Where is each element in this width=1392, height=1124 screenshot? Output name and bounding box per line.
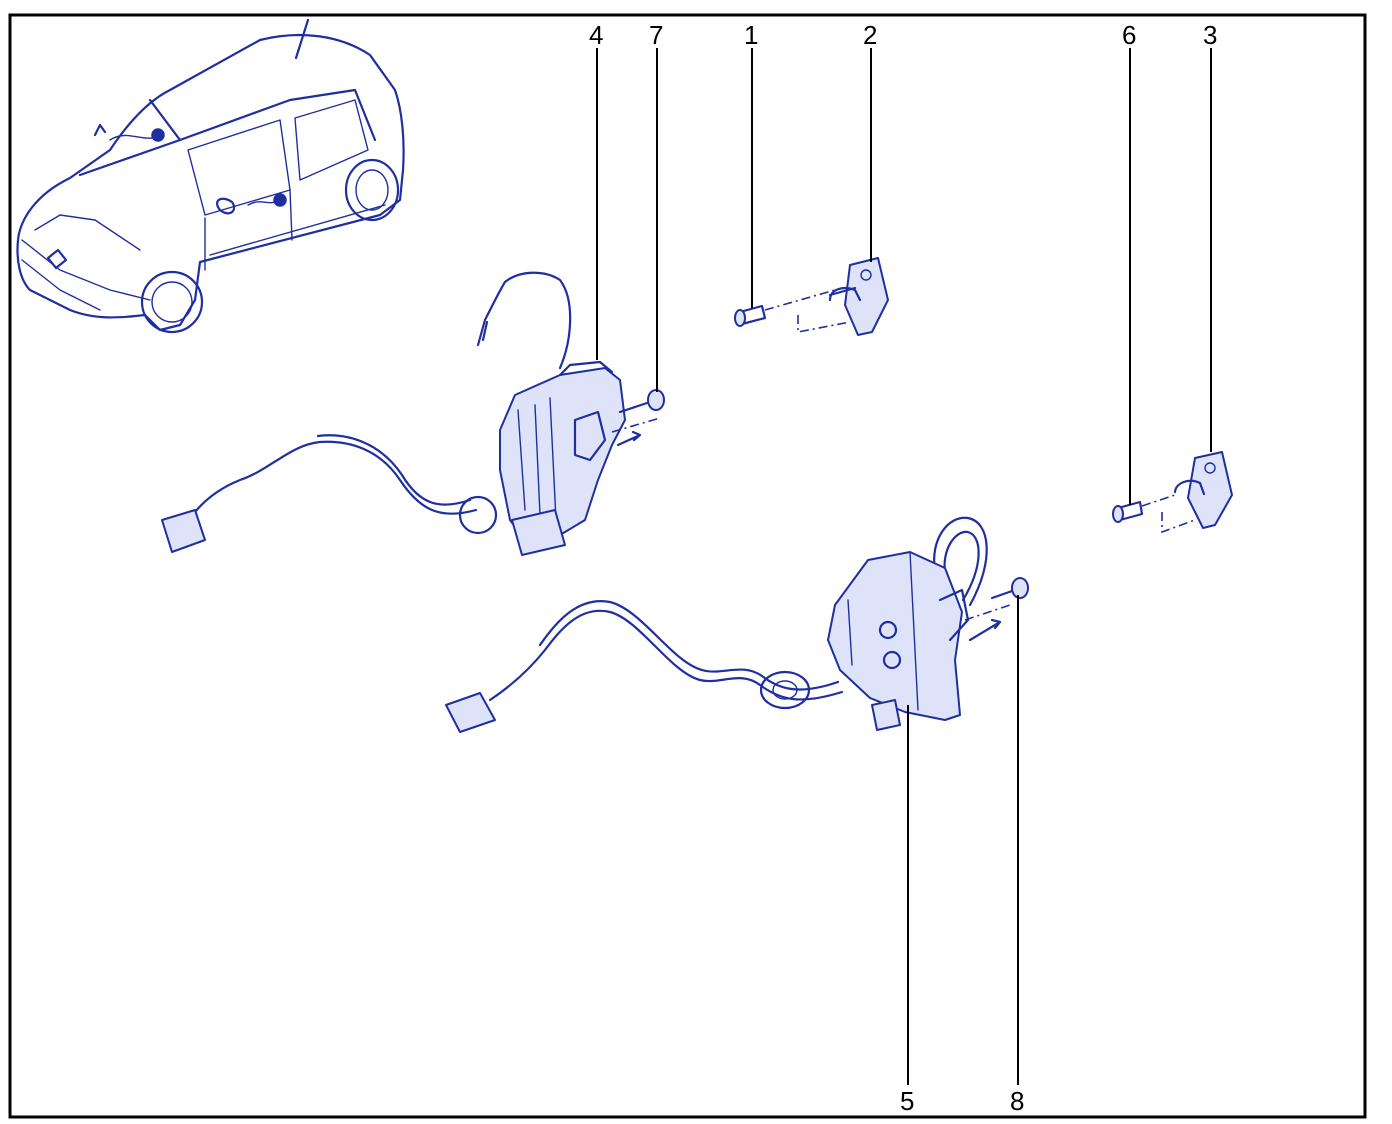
callouts: 4 7 1 2 6 3 5 8 [589,20,1217,1116]
callout-1: 1 [744,20,758,50]
rear-striker [1173,451,1233,529]
callout-4: 4 [589,20,603,50]
callout-8: 8 [1010,1086,1024,1116]
frame-border [8,13,1367,1119]
callout-2: 2 [863,20,877,50]
callout-7: 7 [649,20,663,50]
leader-lines [596,48,1212,1085]
front-door-lock [161,271,626,556]
rear-door-lock [445,516,988,733]
front-striker [828,257,889,336]
callout-6: 6 [1122,20,1136,50]
car-illustration [16,18,405,334]
rear-striker-bolt [1112,493,1196,534]
front-striker-bolt [734,289,851,333]
rear-lock-bolt [964,577,1029,642]
callout-5: 5 [900,1086,914,1116]
callout-3: 3 [1203,20,1217,50]
front-lock-bolt [611,389,665,447]
